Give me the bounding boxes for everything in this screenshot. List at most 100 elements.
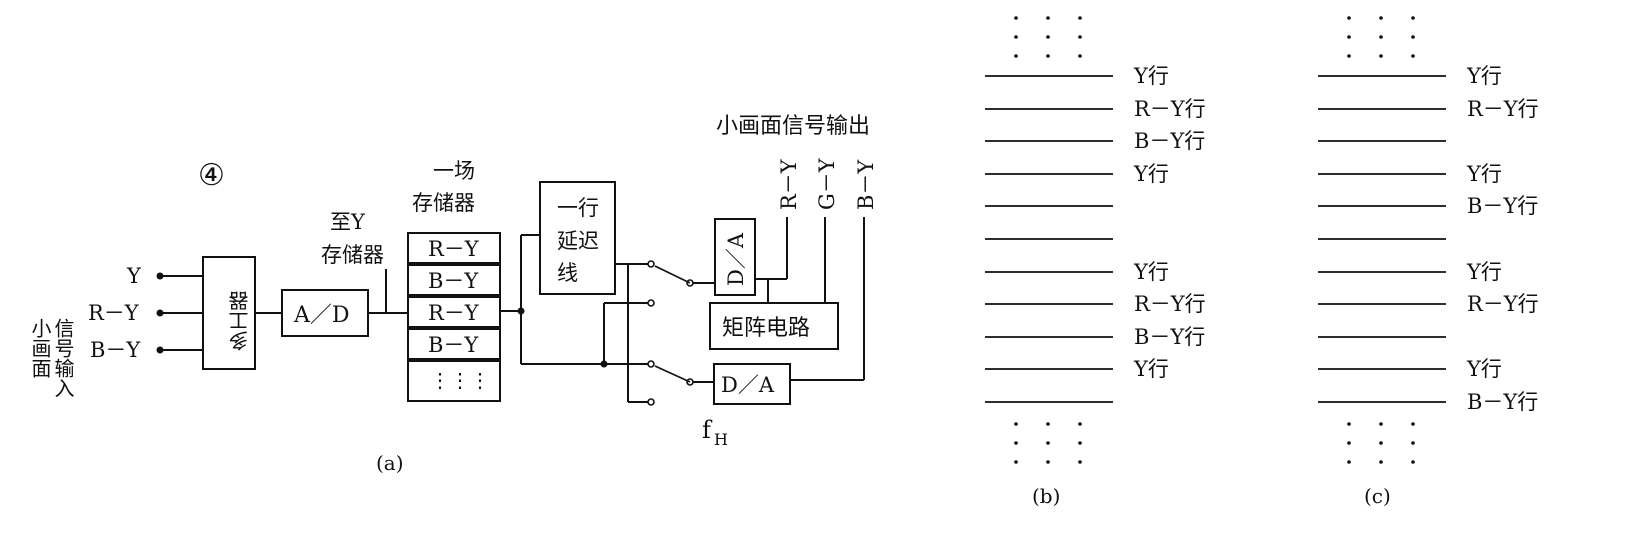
ellipsis-dot (1411, 35, 1415, 39)
output-title: 小画面信号输出 (716, 114, 870, 139)
field-memory-stack: R－Y B－Y R－Y B－Y ⋮⋮⋮ (407, 232, 501, 402)
switch-contact (647, 260, 655, 268)
memory-cell-label: B－Y (428, 333, 479, 357)
memory-cell (407, 264, 501, 296)
ellipsis-dot (1347, 35, 1351, 39)
switch-arm (654, 365, 691, 383)
ellipsis-dot (1379, 35, 1383, 39)
scan-line-label: R－Y行 (1134, 97, 1206, 121)
ellipsis-dot (1347, 441, 1351, 445)
input-y-label: Y (126, 264, 142, 288)
memory-cell-ellipsis: ⋮⋮⋮ (430, 368, 490, 392)
memory-cell (407, 360, 501, 402)
ellipsis-dot (1046, 460, 1050, 464)
dac-upper-label: D／A (724, 232, 748, 286)
ellipsis-dot (1014, 35, 1018, 39)
ellipsis-dots-bottom (1347, 422, 1415, 464)
scan-line-label: B－Y行 (1134, 325, 1205, 349)
ellipsis-dot (1078, 460, 1082, 464)
multiplexer-box (202, 256, 256, 370)
line-delay-label-3: 线 (557, 261, 578, 285)
ellipsis-dot (1411, 460, 1415, 464)
line-delay-label-2: 延迟 (557, 229, 599, 253)
ellipsis-dots-top (1347, 16, 1415, 58)
ellipsis-dot (1078, 16, 1082, 20)
ellipsis-dot (1347, 422, 1351, 426)
scan-line-label: Y行 (1466, 64, 1502, 88)
ellipsis-dot (1411, 16, 1415, 20)
ellipsis-dot (1379, 422, 1383, 426)
output-by-label: B－Y (854, 159, 878, 210)
badge-number: ④ (198, 158, 225, 193)
scan-line-label: B－Y行 (1134, 129, 1205, 153)
field-memory-label-2: 存储器 (412, 191, 475, 215)
memory-cell (407, 296, 501, 328)
line-delay-label-1: 一行 (557, 196, 599, 220)
ellipsis-dot (1014, 54, 1018, 58)
ellipsis-dot (1046, 54, 1050, 58)
caption-c: (c) (1364, 484, 1391, 508)
ellipsis-dot (1347, 460, 1351, 464)
input-label-col2: 信号输入 (51, 318, 75, 398)
clock-label: f (702, 416, 713, 444)
scan-line-label: Y行 (1466, 357, 1502, 381)
ellipsis-dot (1046, 35, 1050, 39)
panel-a: ④ 小画面 信号输入 Y R－Y B－Y 多工器 A／D 至Y 存储器 一场 存… (28, 114, 878, 475)
ellipsis-dot (1014, 16, 1018, 20)
ellipsis-dot (1379, 54, 1383, 58)
switch-contact (647, 360, 655, 368)
ellipsis-dot (1411, 422, 1415, 426)
memory-cell-label: R－Y (428, 237, 480, 261)
junction-dot (600, 360, 608, 368)
ellipsis-dot (1379, 16, 1383, 20)
to-y-label-1: 至Y (330, 210, 366, 234)
ellipsis-dot (1379, 441, 1383, 445)
ellipsis-dot (1046, 441, 1050, 445)
ellipsis-dot (1014, 441, 1018, 445)
output-gy-label: G－Y (815, 157, 839, 210)
ellipsis-dot (1379, 460, 1383, 464)
scan-line-label: Y行 (1133, 64, 1169, 88)
memory-cell-label: R－Y (428, 301, 480, 325)
dac-upper-box (714, 218, 756, 296)
dac-lower-label: D／A (721, 373, 775, 397)
adc-box (281, 289, 369, 337)
output-ry-label: R－Y (777, 158, 801, 210)
ellipsis-dot (1046, 422, 1050, 426)
scan-line-label: R－Y行 (1467, 97, 1539, 121)
ellipsis-dot (1014, 460, 1018, 464)
matrix-circuit-box (709, 302, 839, 350)
input-label-col1: 小画面 (28, 318, 52, 378)
ellipsis-dots-top (1014, 16, 1082, 58)
caption-b: (b) (1032, 484, 1060, 508)
scan-lines: Y行 R－Y行 B－Y行 Y行 Y行 R－Y行 B－Y行 Y行 (985, 64, 1206, 403)
ellipsis-dot (1411, 54, 1415, 58)
scan-line-label: Y行 (1133, 357, 1169, 381)
scan-line-label: B－Y行 (1467, 390, 1538, 414)
ellipsis-dot (1078, 54, 1082, 58)
memory-cell (407, 232, 501, 264)
ellipsis-dot (1078, 441, 1082, 445)
ellipsis-dot (1347, 16, 1351, 20)
memory-cell (407, 328, 501, 360)
switch-contact (647, 398, 655, 406)
scan-line-label: Y行 (1133, 260, 1169, 284)
ellipsis-dot (1078, 422, 1082, 426)
memory-cell-label: B－Y (428, 269, 479, 293)
scan-line-label: Y行 (1133, 162, 1169, 186)
panel-b: Y行 R－Y行 B－Y行 Y行 Y行 R－Y行 B－Y行 Y行 (b) (985, 16, 1206, 508)
caption-a: (a) (376, 451, 404, 475)
adc-label: A／D (293, 303, 350, 328)
scan-line-label: R－Y行 (1134, 292, 1206, 316)
matrix-circuit-label: 矩阵电路 (722, 316, 810, 341)
input-ry-label: R－Y (88, 301, 140, 325)
ellipsis-dot (1014, 422, 1018, 426)
clock-subscript: H (714, 430, 728, 449)
ellipsis-dots-bottom (1014, 422, 1082, 464)
input-by-label: B－Y (90, 338, 141, 362)
multiplexer-label: 多工器 (228, 291, 252, 351)
ellipsis-dot (1411, 441, 1415, 445)
